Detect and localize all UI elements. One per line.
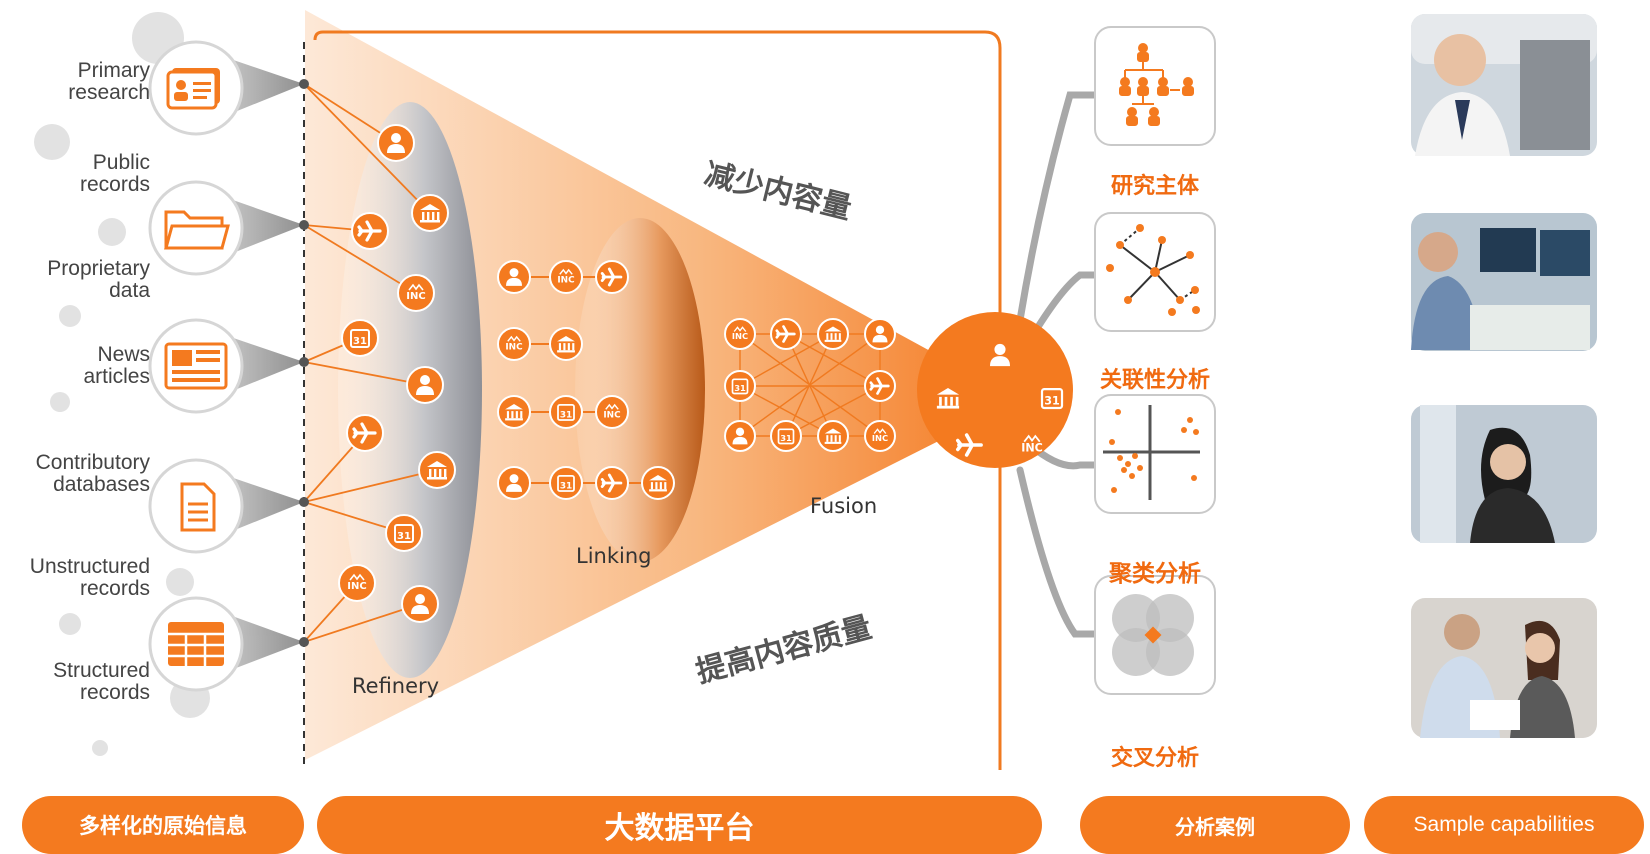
document-icon [180,482,216,532]
network-icon [1106,224,1200,316]
footer-cases-label: 分析案例 [1175,816,1255,839]
org-chart-icon [1119,43,1194,126]
case-label-research-subject: 研究主体 [1110,173,1199,198]
source-label-contributory-databases: Contributory databases [35,451,150,496]
linking-ellipse [575,218,705,562]
footer-platform-label: 大数据平台 [604,812,755,845]
footer-samples-pill: Sample capabilities [1364,796,1644,854]
sample-photo-2 [1411,213,1597,351]
case-label-cluster: 聚类分析 [1109,560,1201,586]
fusion-result-circle [917,312,1073,468]
sample-photo-1 [1411,14,1597,156]
stage-label-linking: Linking [576,544,652,568]
newspaper-icon [164,342,228,390]
footer-samples-label: Sample capabilities [1413,813,1595,836]
source-label-primary-research: Primary research [68,59,150,104]
table-icon [168,622,224,666]
footer-sources-pill: 多样化的原始信息 [22,796,304,854]
source-label-unstructured-records: Unstructured records [29,555,150,600]
footer-sources-label: 多样化的原始信息 [79,815,247,838]
case-label-cross: 交叉分析 [1110,745,1199,770]
id-card-icon [166,68,220,110]
sample-photo-3 [1411,405,1597,543]
case-boxes [1094,26,1216,695]
source-label-news-articles: News articles [83,343,150,388]
venn-icon [1112,594,1194,676]
stage-label-refinery: Refinery [352,674,440,698]
source-label-public-records: Public records [79,151,150,196]
footer-cases-pill: 分析案例 [1080,796,1350,854]
footer-platform-pill: 大数据平台 [317,796,1042,854]
refinery-connectors [303,83,438,643]
stage-label-fusion: Fusion [810,494,878,518]
source-label-proprietary-data: Proprietary data [47,257,150,302]
source-circles [148,40,244,692]
sample-photo-4 [1411,598,1597,738]
cluster-plot-icon [1103,405,1200,500]
source-label-structured-records: Structured records [53,659,150,704]
folder-icon [164,210,230,250]
platform-frame [313,30,1002,770]
case-label-correlation: 关联性分析 [1099,367,1210,392]
refinery-ellipse [338,102,482,678]
junction-dots [299,79,309,647]
